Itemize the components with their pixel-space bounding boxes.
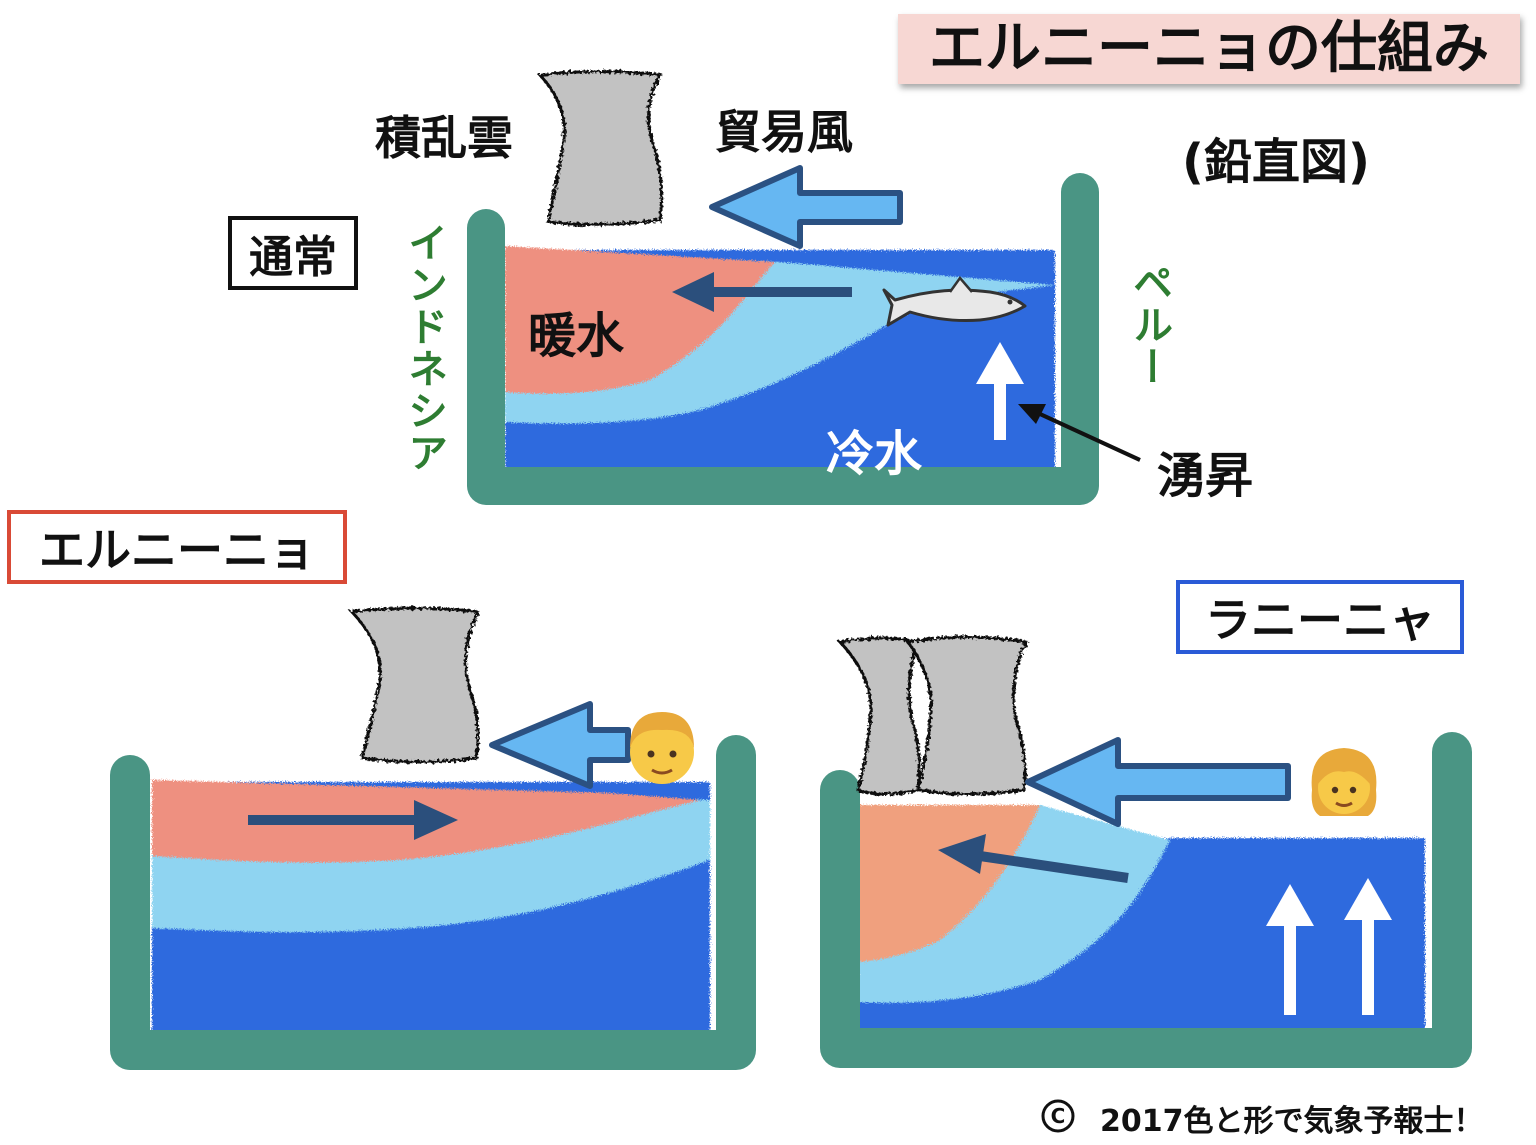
page-subtitle: (鉛直図) — [1182, 134, 1370, 190]
lanina-warm-water — [858, 805, 1040, 962]
upwelling-arrow — [976, 342, 1024, 440]
elnino-weak-wind-arrow — [489, 701, 631, 789]
indonesia-label: インドネシア — [401, 222, 447, 474]
normal-label: 通常 — [228, 216, 358, 290]
lanina-strong-wind-arrow — [1025, 737, 1291, 827]
elnino-tank — [110, 735, 756, 1070]
girl-face-icon — [1311, 748, 1377, 816]
elnino-panel — [110, 606, 756, 1070]
lanina-label: ラニーニャ — [1176, 580, 1464, 654]
cloud-icon — [348, 606, 481, 764]
trade-wind-label: 貿易風 — [715, 105, 853, 159]
trade-wind-arrow — [709, 165, 903, 249]
normal-tank — [467, 173, 1099, 505]
copyright-icon: C — [1041, 1099, 1075, 1133]
page-title: エルニーニョの仕組み — [898, 14, 1520, 84]
cumulonimbus-label: 積乱雲 — [375, 111, 513, 165]
surface-current-arrow — [672, 272, 852, 312]
normal-panel — [467, 70, 1141, 505]
lanina-tank — [820, 732, 1472, 1068]
cloud-icon — [905, 635, 1029, 796]
cold-water-label: 冷水 — [826, 426, 923, 482]
lanina-upwelling-arrow — [1266, 884, 1314, 1015]
boy-face-icon — [630, 712, 694, 784]
lanina-panel — [820, 635, 1472, 1068]
upwelling-label: 湧昇 — [1157, 448, 1254, 504]
upwelling-pointer-arrow — [1018, 404, 1141, 462]
cloud-icon — [837, 636, 921, 796]
elnino-label: エルニーニョ — [7, 510, 347, 584]
peru-label: ペルー — [1126, 262, 1172, 388]
lanina-current-arrow — [938, 834, 1129, 883]
lanina-upwelling-arrow — [1344, 878, 1392, 1015]
cloud-icon — [536, 70, 664, 227]
fish-icon — [882, 275, 1027, 327]
elnino-current-arrow — [248, 800, 458, 840]
copyright-text: 2017色と形で気象予報士！ — [1100, 1104, 1484, 1139]
svg-text:C: C — [1051, 1104, 1066, 1128]
warm-water-label: 暖水 — [528, 308, 625, 364]
lanina-water — [858, 805, 1425, 1038]
